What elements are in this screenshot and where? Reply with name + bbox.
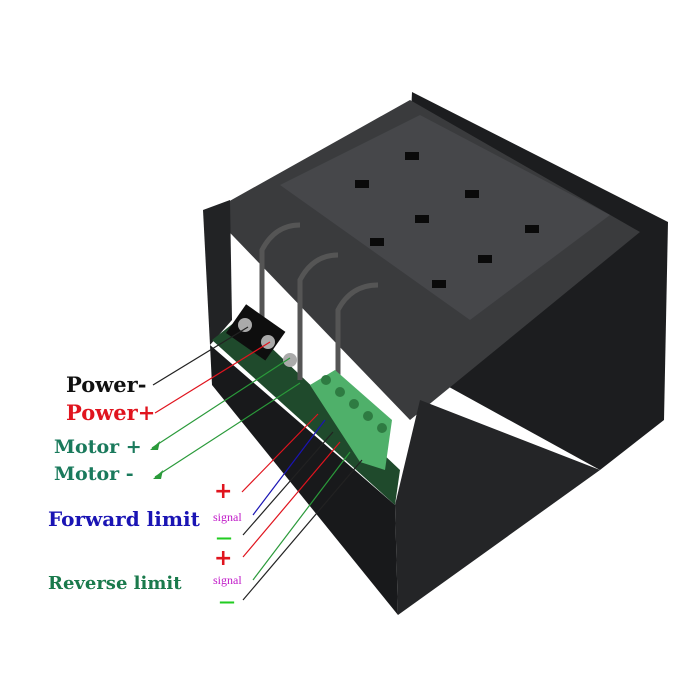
label-motor-minus: Motor - — [54, 463, 134, 485]
label-power-minus: Power- — [66, 372, 147, 397]
forward-signal-label: signal — [213, 510, 242, 524]
forward-plus-sign: + — [214, 479, 233, 504]
label-reverse-limit: Reverse limit — [48, 573, 182, 594]
arrow-head-icon — [153, 470, 163, 479]
label-motor-plus: Motor + — [54, 436, 142, 458]
arrow-head-icon — [150, 441, 160, 450]
divider — [297, 252, 339, 380]
reverse-signal-label: signal — [213, 573, 242, 587]
signal-terminal-block — [310, 370, 392, 470]
label-forward-limit: Forward limit — [48, 507, 200, 531]
terminal-screws — [321, 375, 387, 433]
pcb-board — [212, 318, 400, 505]
power-terminals — [226, 304, 297, 367]
divider — [259, 222, 301, 350]
reverse-plus-sign: + — [214, 546, 233, 571]
top-raised-panel — [280, 115, 610, 320]
lower-wall — [210, 345, 398, 615]
divider — [335, 282, 379, 410]
right-lower-body — [395, 400, 600, 615]
label-power-plus: Power+ — [66, 400, 156, 425]
wiring-lines — [151, 326, 363, 601]
left-wall — [203, 200, 232, 345]
reverse-minus-sign: — — [219, 592, 235, 611]
forward-minus-sign: — — [216, 528, 232, 547]
vent-slots — [355, 152, 539, 288]
